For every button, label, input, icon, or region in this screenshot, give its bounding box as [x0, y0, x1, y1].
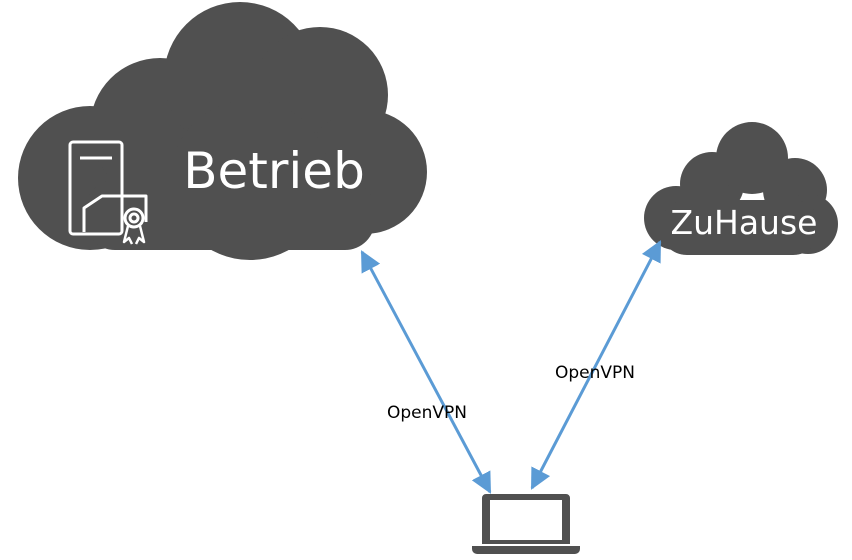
vpn-link-office: [360, 250, 492, 494]
laptop-icon: [472, 494, 580, 554]
vpn-link-home: [530, 240, 662, 490]
server-certificate-icon: [68, 140, 148, 245]
home-cloud: ZuHause: [644, 122, 838, 255]
office-cloud: Betrieb: [18, 2, 427, 260]
office-cloud-label: Betrieb: [183, 142, 365, 200]
home-cloud-label: ZuHause: [671, 203, 818, 242]
vpn-link-office-label: OpenVPN: [387, 403, 467, 423]
vpn-link-home-label: OpenVPN: [555, 363, 635, 383]
